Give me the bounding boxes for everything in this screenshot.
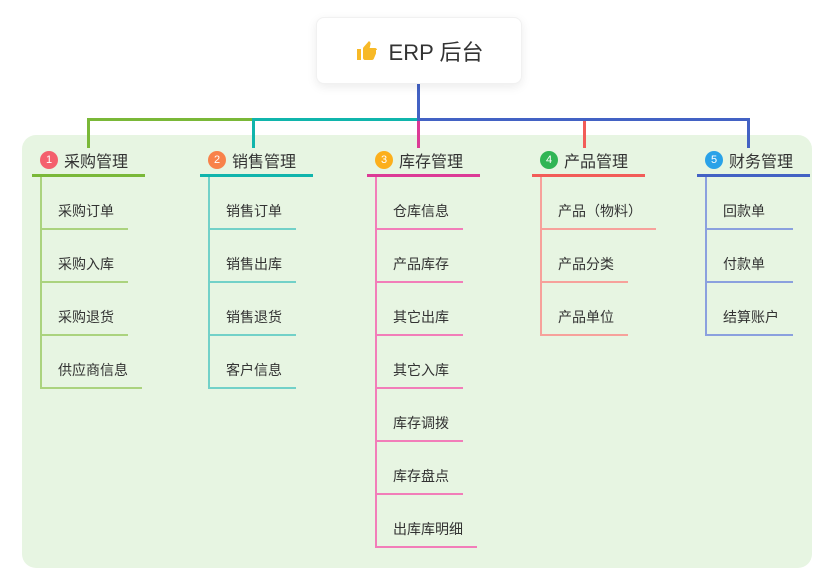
- branch-title: 产品管理: [564, 154, 629, 171]
- child-node[interactable]: 产品库存: [377, 230, 463, 283]
- connector-line: [252, 118, 255, 148]
- branch-number-badge: 2: [208, 151, 226, 169]
- child-node[interactable]: 库存盘点: [377, 442, 463, 495]
- child-node[interactable]: 采购订单: [42, 177, 128, 230]
- child-node[interactable]: 销售退货: [210, 283, 296, 336]
- branches-panel: [22, 135, 812, 568]
- child-node[interactable]: 结算账户: [707, 283, 793, 336]
- connector-line: [747, 118, 750, 148]
- branch-node-purchase[interactable]: 1 采购管理: [32, 146, 145, 177]
- child-node[interactable]: 采购退货: [42, 283, 128, 336]
- branch-node-inventory[interactable]: 3 库存管理: [367, 146, 480, 177]
- branch-column-inventory: 3 库存管理 仓库信息 产品库存 其它出库 其它入库 库存调拨 库存盘点 出库库…: [367, 146, 480, 548]
- branch-title: 财务管理: [729, 154, 794, 171]
- branch-children: 采购订单 采购入库 采购退货 供应商信息: [40, 177, 142, 389]
- child-node[interactable]: 销售出库: [210, 230, 296, 283]
- child-node[interactable]: 客户信息: [210, 336, 296, 389]
- branch-children: 仓库信息 产品库存 其它出库 其它入库 库存调拨 库存盘点 出库库明细: [375, 177, 477, 548]
- branch-node-sales[interactable]: 2 销售管理: [200, 146, 313, 177]
- branch-number-badge: 5: [705, 151, 723, 169]
- branch-column-purchase: 1 采购管理 采购订单 采购入库 采购退货 供应商信息: [32, 146, 145, 389]
- root-label: ERP 后台: [388, 39, 484, 65]
- branch-number-badge: 1: [40, 151, 58, 169]
- child-node[interactable]: 产品（物料）: [542, 177, 656, 230]
- branch-title: 库存管理: [399, 154, 464, 171]
- connector-line: [420, 118, 750, 121]
- connector-line: [583, 121, 586, 148]
- branch-node-finance[interactable]: 5 财务管理: [697, 146, 810, 177]
- branch-column-sales: 2 销售管理 销售订单 销售出库 销售退货 客户信息: [200, 146, 313, 389]
- thumbs-up-icon: [355, 39, 379, 63]
- connector-line: [255, 118, 417, 121]
- child-node[interactable]: 出库库明细: [377, 495, 477, 548]
- branch-title: 销售管理: [232, 154, 297, 171]
- child-node[interactable]: 其它出库: [377, 283, 463, 336]
- child-node[interactable]: 销售订单: [210, 177, 296, 230]
- root-node[interactable]: ERP 后台: [316, 17, 522, 84]
- branch-column-finance: 5 财务管理 回款单 付款单 结算账户: [697, 146, 810, 336]
- child-node[interactable]: 采购入库: [42, 230, 128, 283]
- branch-column-product: 4 产品管理 产品（物料） 产品分类 产品单位: [532, 146, 656, 336]
- branch-title: 采购管理: [64, 154, 129, 171]
- child-node[interactable]: 付款单: [707, 230, 793, 283]
- branch-children: 销售订单 销售出库 销售退货 客户信息: [208, 177, 296, 389]
- child-node[interactable]: 库存调拨: [377, 389, 463, 442]
- child-node[interactable]: 回款单: [707, 177, 793, 230]
- child-node[interactable]: 供应商信息: [42, 336, 142, 389]
- branch-node-product[interactable]: 4 产品管理: [532, 146, 645, 177]
- branch-children: 产品（物料） 产品分类 产品单位: [540, 177, 656, 336]
- connector-line: [87, 118, 255, 121]
- child-node[interactable]: 其它入库: [377, 336, 463, 389]
- connector-line: [417, 121, 420, 148]
- branch-children: 回款单 付款单 结算账户: [705, 177, 793, 336]
- branch-number-badge: 4: [540, 151, 558, 169]
- connector-line: [87, 118, 90, 148]
- connector-line: [417, 84, 420, 121]
- branch-number-badge: 3: [375, 151, 393, 169]
- child-node[interactable]: 产品分类: [542, 230, 628, 283]
- child-node[interactable]: 产品单位: [542, 283, 628, 336]
- child-node[interactable]: 仓库信息: [377, 177, 463, 230]
